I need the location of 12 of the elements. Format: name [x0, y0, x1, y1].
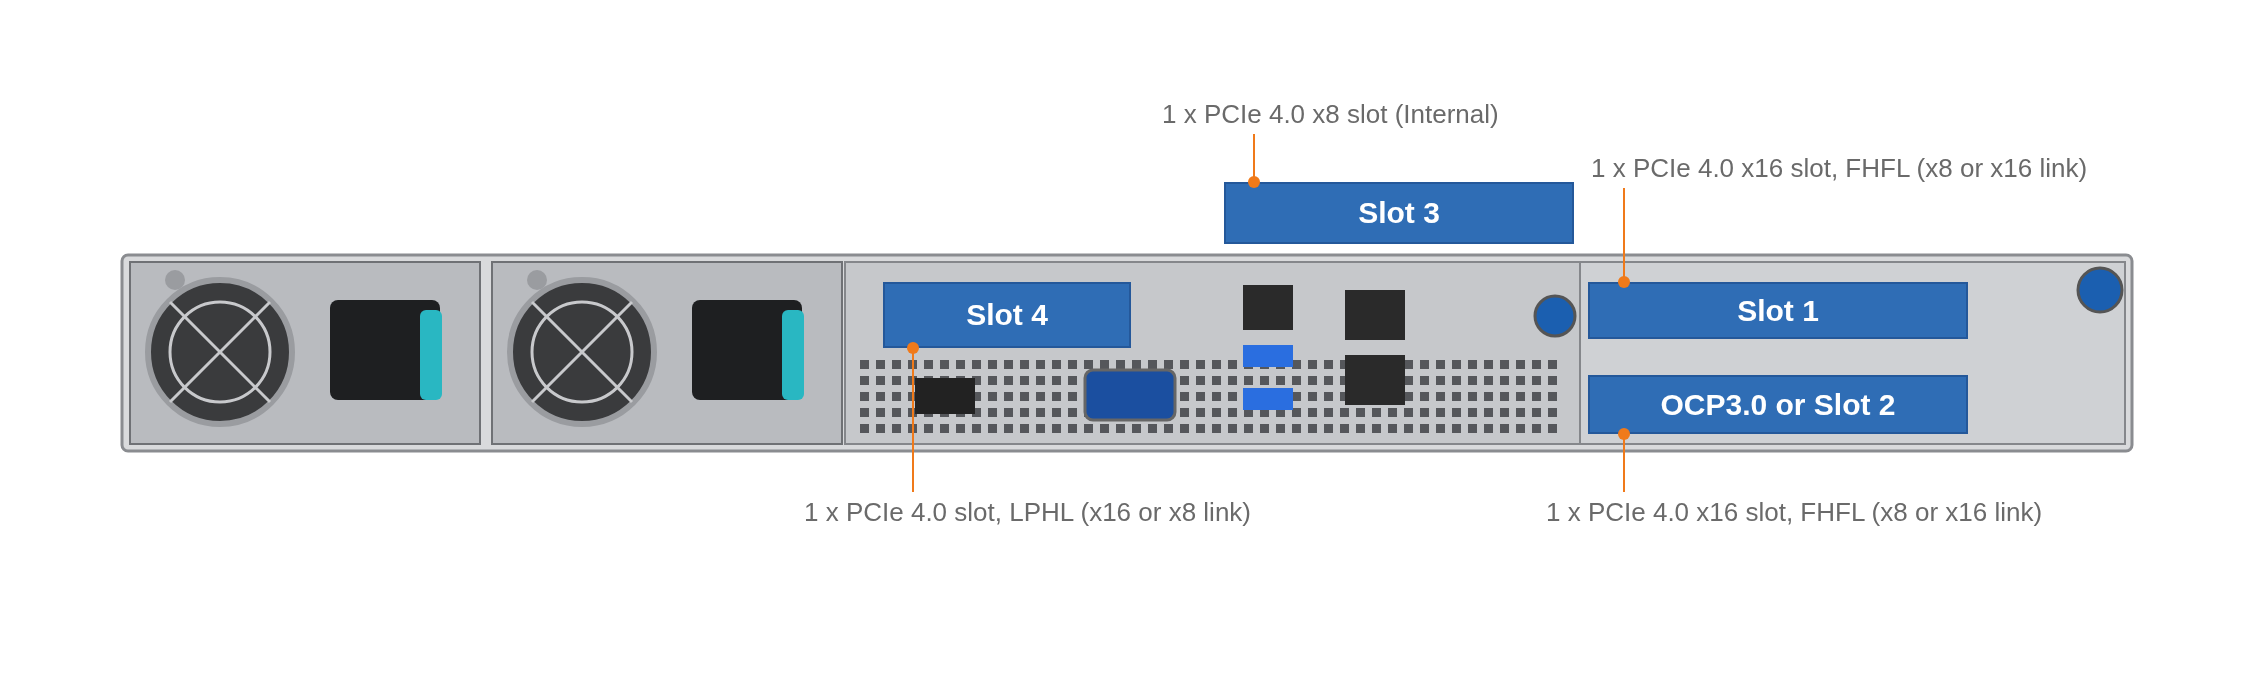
- leader-line: [907, 342, 919, 493]
- slot-label: Slot 1: [1588, 282, 1968, 339]
- callout-text: 1 x PCIe 4.0 x16 slot, FHFL (x8 or x16 link): [1591, 150, 2088, 186]
- leader-line: [1618, 187, 1630, 288]
- callout-text: 1 x PCIe 4.0 x16 slot, FHFL (x8 or x16 link): [1546, 494, 2043, 530]
- leader-line: [1248, 133, 1260, 188]
- leader-line: [1618, 428, 1630, 493]
- slot-label: OCP3.0 or Slot 2: [1588, 375, 1968, 434]
- callout-text: 1 x PCIe 4.0 x8 slot (Internal): [1162, 96, 1499, 132]
- callout-text: 1 x PCIe 4.0 slot, LPHL (x16 or x8 link): [804, 494, 1251, 530]
- slot-label: Slot 4: [883, 282, 1131, 348]
- slot-label: Slot 3: [1224, 182, 1574, 244]
